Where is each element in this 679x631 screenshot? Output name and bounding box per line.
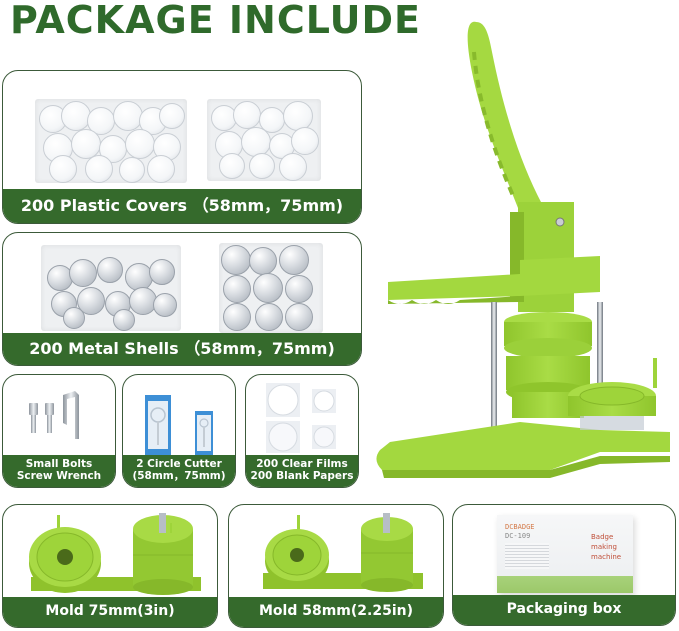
- mold-75-label: Mold 75mm(3in): [3, 597, 217, 627]
- box-model: DC-109: [505, 532, 531, 540]
- card-metal-shells: 200 Metal Shells （58mm，75mm): [2, 232, 362, 366]
- circle-cutter-label: 2 Circle Cutter (58mm，75mm): [123, 455, 235, 487]
- box-brand: DCBADGE: [505, 523, 535, 531]
- mold-58-image: [263, 513, 423, 592]
- metal-shells-bag-large: [41, 245, 181, 331]
- bolts-wrench-image: [29, 391, 79, 439]
- mold-75-image: [29, 513, 201, 595]
- films-papers-image: [266, 383, 336, 453]
- mold-58-label: Mold 58mm(2.25in): [229, 597, 443, 627]
- box-text-3: machine: [591, 553, 622, 561]
- bolts-wrench-label: Small Bolts Screw Wrench: [3, 455, 115, 487]
- card-packaging-box: DCBADGE DC-109 Badge making machine Pack…: [452, 504, 676, 626]
- box-text-2: making: [591, 543, 617, 551]
- card-plastic-covers: 200 Plastic Covers （58mm，75mm): [2, 70, 362, 224]
- packaging-box-image: DCBADGE DC-109 Badge making machine: [497, 515, 633, 593]
- page-title: PACKAGE INCLUDE: [10, 0, 421, 42]
- card-bolts-wrench: Small Bolts Screw Wrench: [2, 374, 116, 488]
- plastic-covers-bag-large: [35, 99, 187, 183]
- badge-press-machine-image: [376, 21, 670, 478]
- plastic-covers-bag-small: [207, 99, 321, 181]
- metal-shells-bag-small: [219, 243, 323, 333]
- plastic-covers-label: 200 Plastic Covers （58mm，75mm): [3, 189, 361, 223]
- circle-cutter-image: [145, 395, 213, 455]
- box-text-1: Badge: [591, 533, 614, 541]
- films-papers-label: 200 Clear Films 200 Blank Papers: [246, 455, 358, 487]
- packaging-box-label: Packaging box: [453, 595, 675, 625]
- card-mold-58: Mold 58mm(2.25in): [228, 504, 444, 628]
- card-circle-cutter: 2 Circle Cutter (58mm，75mm): [122, 374, 236, 488]
- card-mold-75: Mold 75mm(3in): [2, 504, 218, 628]
- card-films-papers: 200 Clear Films 200 Blank Papers: [245, 374, 359, 488]
- metal-shells-label: 200 Metal Shells （58mm，75mm): [3, 333, 361, 365]
